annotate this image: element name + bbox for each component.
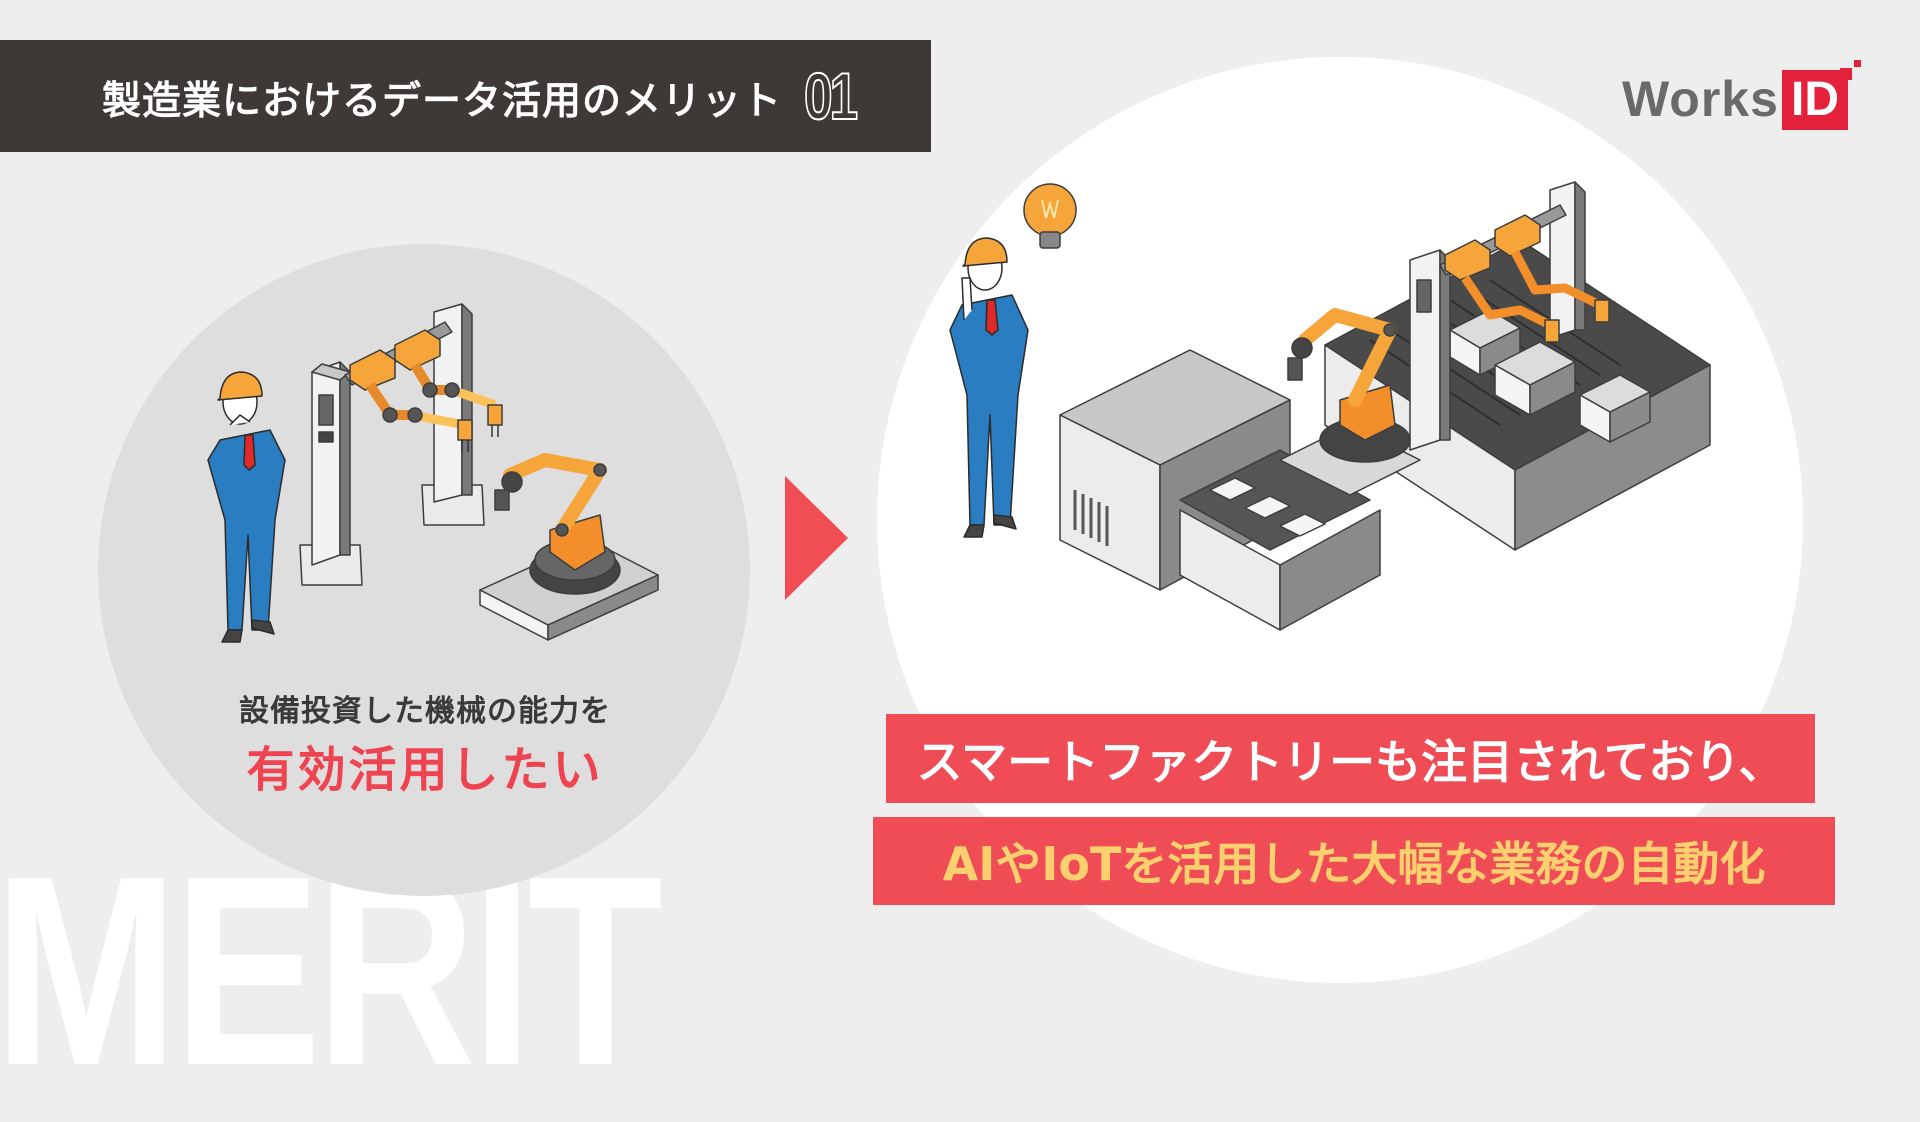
smart-factory-banner: スマートファクトリーも注目されており、 [886, 714, 1815, 803]
title-bar [0, 40, 931, 152]
logo-square-icon [1840, 68, 1852, 80]
smart-factory-illustration [949, 181, 1711, 631]
merit-background-text: MERIT [0, 821, 663, 1122]
lightbulb-icon [1023, 183, 1077, 249]
banner1-text: スマートファクトリーも注目されており、 [916, 734, 1785, 789]
page-title: 製造業におけるデータ活用のメリット [102, 79, 783, 124]
worker-figure [207, 371, 286, 643]
left-caption-line1: 設備投資した機械の能力を [239, 694, 611, 729]
banner2-text: AIやIoTを活用した大幅な業務の自動化 [942, 837, 1766, 891]
logo-id-badge: ID [1782, 70, 1848, 130]
worker-figure [949, 237, 1029, 538]
works-id-logo: Works ID [1622, 60, 1862, 134]
logo-works-text: Works [1622, 71, 1779, 127]
page-number: 01 [803, 58, 859, 134]
triangle-right-icon [785, 476, 848, 600]
worker-robot-illustration [207, 303, 659, 643]
left-caption-highlight: 有効活用したい [246, 742, 604, 798]
automation-banner: AIやIoTを活用した大幅な業務の自動化 [873, 817, 1835, 905]
logo-square-small-icon [1854, 60, 1861, 67]
